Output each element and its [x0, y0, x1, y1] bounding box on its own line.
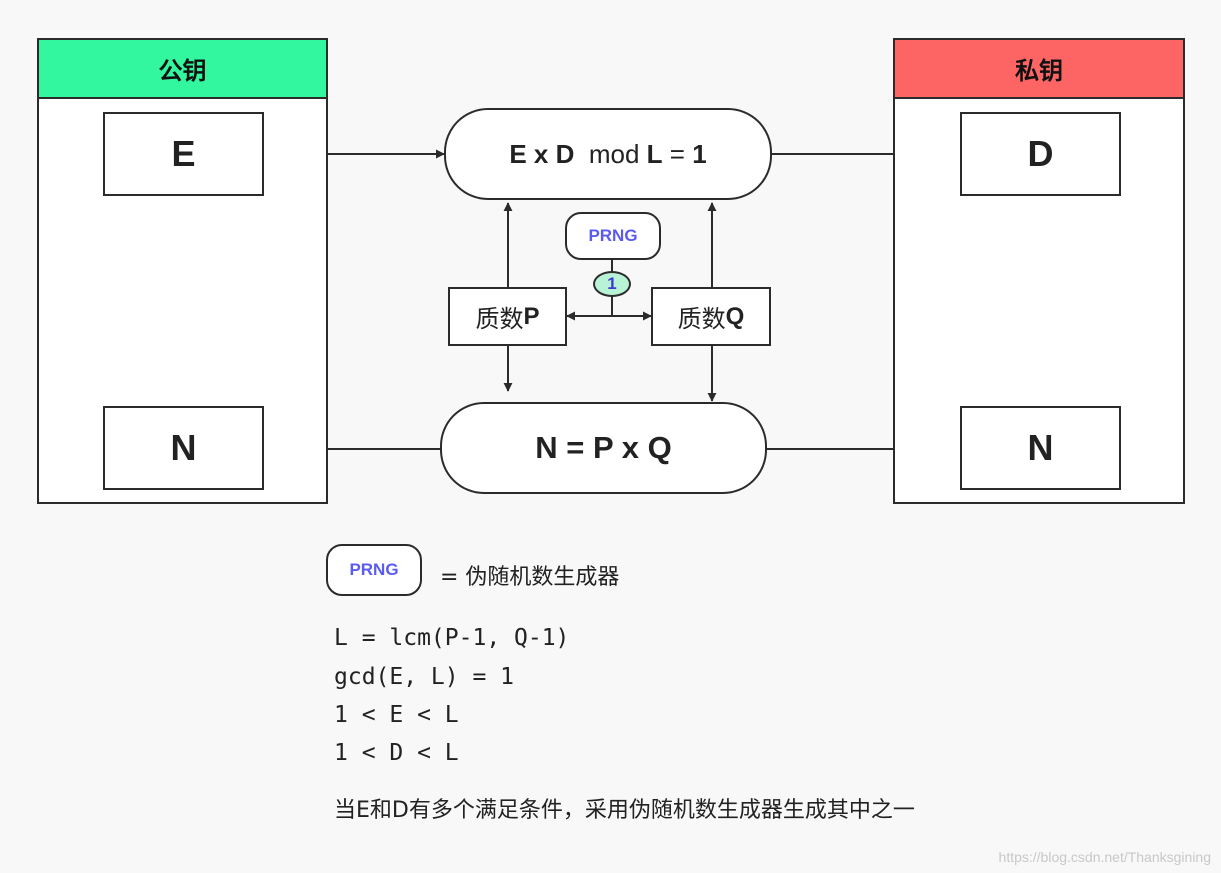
public-exponent-e: E: [103, 112, 264, 196]
formula-e-range: 1 < E < L: [334, 702, 459, 728]
prime-q-var: Q: [725, 302, 745, 330]
formula-l: L = lcm(P-1, Q-1): [334, 625, 570, 651]
public-modulus-label: N: [170, 427, 197, 468]
relation-e: E: [509, 138, 527, 169]
prng-step-number: 1: [607, 274, 617, 293]
public-modulus-n: N: [103, 406, 264, 490]
prng-step-badge: 1: [593, 271, 631, 297]
legend-prng-symbol: PRNG: [326, 544, 422, 596]
private-modulus-label: N: [1027, 427, 1054, 468]
private-key-header: 私钥: [893, 38, 1185, 99]
prng-node: PRNG: [565, 212, 661, 260]
relation-equals: =: [669, 138, 685, 169]
legend-prng-text: = 伪随机数生成器: [440, 565, 620, 590]
prime-p-var: P: [523, 302, 540, 330]
relation-mod: mod: [588, 138, 640, 169]
prng-label: PRNG: [588, 226, 638, 245]
formula-d-range: 1 < D < L: [334, 740, 459, 766]
legend-prng-label: PRNG: [349, 560, 399, 579]
key-relation-node: E x D mod L = 1: [444, 108, 772, 200]
public-exponent-label: E: [171, 133, 196, 174]
prime-p-label: 质数: [475, 305, 524, 333]
relation-d: D: [555, 138, 575, 169]
relation-one: 1: [692, 138, 707, 169]
prime-q-label: 质数: [677, 305, 726, 333]
private-exponent-d: D: [960, 112, 1121, 196]
note-text: 当E和D有多个满足条件，采用伪随机数生成器生成其中之一: [334, 798, 915, 823]
formula-gcd: gcd(E, L) = 1: [334, 664, 515, 690]
watermark: https://blog.csdn.net/Thanksgining: [998, 849, 1211, 865]
public-key-header: 公钥: [37, 38, 328, 99]
relation-l: L: [646, 138, 663, 169]
public-key-title: 公钥: [158, 57, 207, 85]
modulus-formula: N = P x Q: [535, 430, 672, 465]
relation-times: x: [533, 138, 549, 169]
modulus-node: N = P x Q: [440, 402, 767, 494]
private-exponent-label: D: [1027, 133, 1054, 174]
private-key-title: 私钥: [1015, 57, 1063, 85]
private-modulus-n: N: [960, 406, 1121, 490]
